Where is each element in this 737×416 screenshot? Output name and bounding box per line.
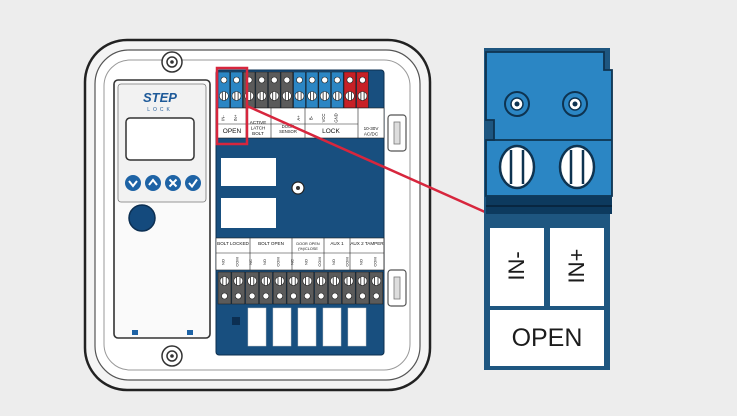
terminal-pin bbox=[331, 71, 344, 109]
reader-button[interactable] bbox=[128, 204, 156, 232]
terminal-pin bbox=[314, 271, 328, 305]
terminal-group-label: 10-30V bbox=[364, 126, 380, 131]
terminal-pin bbox=[293, 71, 306, 109]
terminal-pin bbox=[341, 271, 356, 305]
terminal-pin bbox=[231, 271, 246, 305]
terminal-pin bbox=[242, 71, 256, 109]
terminal-pin-label: IN+ bbox=[233, 114, 238, 121]
terminal-group-label: AUX 2 TAMPER bbox=[350, 241, 384, 246]
terminal-pin-label: NO bbox=[221, 259, 226, 265]
screw-bottom-icon bbox=[161, 345, 183, 367]
top-terminal-block bbox=[217, 71, 369, 109]
terminal-pin-label: NO bbox=[262, 259, 267, 265]
lcd-screen bbox=[125, 117, 195, 161]
terminal-pin-label: GND bbox=[334, 113, 339, 122]
terminal-group-label: LOCK bbox=[322, 128, 340, 135]
terminal-screw-icon bbox=[498, 144, 536, 190]
terminal-pin bbox=[355, 271, 370, 305]
terminal-pin-label: VCC bbox=[321, 114, 326, 123]
terminal-group-label: BOLT OPEN bbox=[258, 241, 284, 246]
terminal-pin-label: IN- bbox=[220, 115, 225, 121]
pcb-label-pad bbox=[221, 158, 276, 186]
terminal-pin bbox=[286, 271, 301, 305]
check-icon[interactable] bbox=[185, 175, 201, 191]
terminal-group-label: SENSOR bbox=[279, 129, 297, 134]
terminal-pin bbox=[245, 271, 259, 305]
terminal-group-label: AUX 1 bbox=[330, 241, 344, 246]
pin-label-panel bbox=[490, 228, 544, 306]
terminal-pin bbox=[268, 71, 281, 109]
terminal-pin bbox=[217, 71, 231, 109]
logo-step: STEP bbox=[143, 90, 177, 105]
terminal-pin-label: COM bbox=[345, 257, 350, 266]
pcb-label-pad bbox=[221, 198, 276, 228]
terminal-pin-label: COM bbox=[234, 257, 239, 266]
terminal-pin bbox=[300, 271, 315, 305]
terminal-pin bbox=[328, 271, 342, 305]
terminal-pin bbox=[318, 71, 331, 109]
zoomed-terminal bbox=[484, 48, 613, 370]
close-icon[interactable] bbox=[165, 175, 181, 191]
terminal-pin bbox=[280, 71, 294, 109]
terminal-pin-label: NO bbox=[303, 259, 308, 265]
terminal-screw-icon bbox=[558, 144, 596, 190]
terminal-pin bbox=[259, 271, 273, 305]
terminal-group-label: ACTIVE bbox=[250, 120, 267, 125]
connector-pads bbox=[247, 307, 367, 347]
terminal-group-label: BOLT LOCKED bbox=[217, 241, 249, 246]
terminal-group-label: DOOR OPEN bbox=[296, 242, 319, 246]
wire-hole-icon bbox=[504, 91, 530, 117]
terminal-pin-label: NO bbox=[359, 259, 364, 265]
terminal-pin bbox=[369, 271, 384, 305]
zoom-group-label: OPEN bbox=[511, 324, 583, 352]
terminal-pin-label: COM bbox=[276, 257, 281, 266]
terminal-pin bbox=[343, 71, 357, 109]
chevron-up-icon[interactable] bbox=[145, 175, 161, 191]
callout-line bbox=[246, 104, 486, 214]
terminal-pin-label: COM bbox=[317, 257, 322, 266]
terminal-pin bbox=[305, 71, 319, 109]
terminal-group-label: DOOR bbox=[282, 124, 295, 129]
terminal-group-label: AC/DC bbox=[364, 131, 379, 136]
logo-lock: LOCK bbox=[147, 107, 173, 113]
terminal-group-label: LATCH bbox=[251, 125, 266, 130]
pin-label-panel bbox=[550, 228, 604, 306]
keypad-panel: STEP LOCK bbox=[113, 79, 211, 339]
screw-top-icon bbox=[161, 51, 183, 73]
zoom-pin-left-label: IN- bbox=[504, 251, 529, 281]
terminal-group-label: OPEN bbox=[223, 128, 242, 135]
group-label-panel bbox=[490, 310, 604, 366]
terminal-pin bbox=[356, 71, 369, 109]
bottom-terminal-labels: BOLT LOCKED BOLT OPEN DOOR OPEN(%)/CLOSE AU… bbox=[216, 238, 384, 270]
terminal-pin-label: B- bbox=[309, 115, 314, 120]
terminal-pin-label: NO bbox=[331, 259, 336, 265]
terminal-pin-label: A+ bbox=[296, 115, 301, 121]
terminal-group-label: (%)/CLOSE bbox=[298, 247, 318, 251]
terminal-pin bbox=[272, 271, 287, 305]
terminal-pin bbox=[217, 271, 232, 305]
terminal-group-label: BOLT bbox=[252, 131, 264, 136]
terminal-pin bbox=[255, 71, 268, 109]
bottom-terminal-block bbox=[217, 271, 384, 305]
dip-switch-icon bbox=[232, 317, 240, 325]
chevron-down-icon[interactable] bbox=[125, 175, 141, 191]
terminal-pin-label: COM bbox=[372, 257, 377, 266]
wire-hole-icon bbox=[562, 91, 588, 117]
terminal-pin-label: NC bbox=[248, 259, 253, 265]
zoom-pin-right-label: IN+ bbox=[564, 248, 589, 284]
terminal-pin bbox=[230, 71, 243, 109]
terminal-pin-label: NC bbox=[290, 259, 295, 265]
